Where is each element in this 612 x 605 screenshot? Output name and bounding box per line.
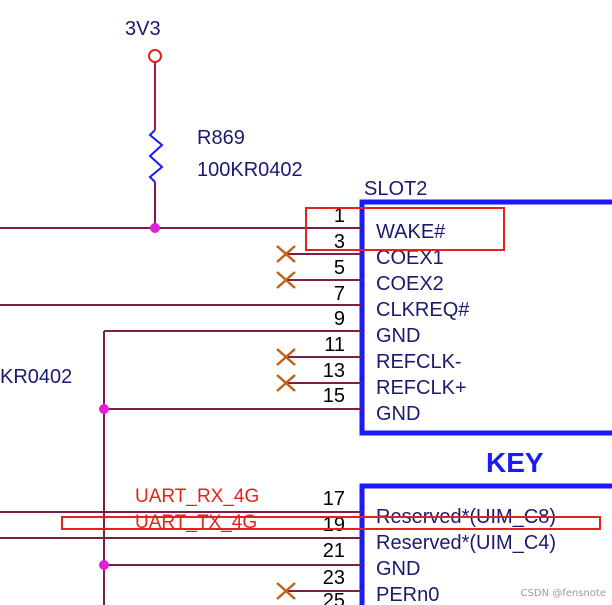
no-connect-x-1 — [276, 271, 296, 289]
pin-name-wake-: WAKE# — [376, 221, 446, 243]
resistor-ref: R869 — [197, 127, 245, 149]
connector-name: SLOT2 — [364, 178, 427, 200]
junction-wake — [150, 223, 160, 233]
pin-name-reserved-uim-c4-: Reserved*(UIM_C4) — [376, 532, 556, 554]
no-connect-x-0 — [276, 245, 296, 263]
no-connect-x-3 — [276, 374, 296, 392]
pin-name-gnd: GND — [376, 558, 420, 580]
pin-number-17: 17 — [323, 488, 345, 510]
net-label-uart-rx: UART_RX_4G — [135, 486, 259, 507]
power-symbol — [148, 49, 162, 63]
pin-number-9: 9 — [334, 308, 345, 330]
no-connect-x-4 — [276, 582, 296, 600]
pin-number-11: 11 — [324, 334, 345, 356]
pin-number-15: 15 — [323, 385, 345, 407]
junction-gnd-15 — [99, 404, 109, 414]
connector-key-label: KEY — [486, 447, 544, 478]
pin-name-refclk-: REFCLK+ — [376, 377, 467, 399]
highlight-uart-tx-box — [61, 516, 601, 530]
no-connect-x-2 — [276, 348, 296, 366]
pin-number-1: 1 — [334, 205, 345, 227]
power-label: 3V3 — [125, 18, 161, 40]
pin-name-gnd: GND — [376, 325, 420, 347]
pin-number-23: 23 — [323, 567, 345, 589]
no-connect-markers — [276, 245, 296, 600]
pin-name-refclk-: REFCLK- — [376, 351, 462, 373]
resistor-symbol — [148, 129, 164, 183]
connector-body-top — [359, 199, 612, 436]
net-wires — [0, 227, 362, 605]
pin-name-coex2: COEX2 — [376, 273, 444, 295]
pin-number-5: 5 — [334, 257, 345, 279]
pin-number-25: 25 — [323, 590, 345, 605]
left-cut-label: KR0402 — [0, 366, 72, 388]
junction-gnd-21 — [99, 560, 109, 570]
pin-name-pern0: PERn0 — [376, 584, 439, 605]
connector-body-bottom — [359, 483, 612, 605]
pin-name-gnd: GND — [376, 403, 420, 425]
pin-name-clkreq-: CLKREQ# — [376, 299, 470, 321]
pin-number-21: 21 — [323, 540, 345, 562]
pin-number-3: 3 — [334, 231, 345, 253]
pin-name-coex1: COEX1 — [376, 247, 444, 269]
resistor-value: 100KR0402 — [197, 159, 303, 181]
highlight-wake-box — [305, 207, 505, 251]
pin-number-13: 13 — [323, 360, 345, 382]
pin-number-7: 7 — [334, 283, 345, 305]
pin-number-19: 19 — [323, 514, 345, 536]
watermark: CSDN @fensnote — [520, 588, 606, 599]
